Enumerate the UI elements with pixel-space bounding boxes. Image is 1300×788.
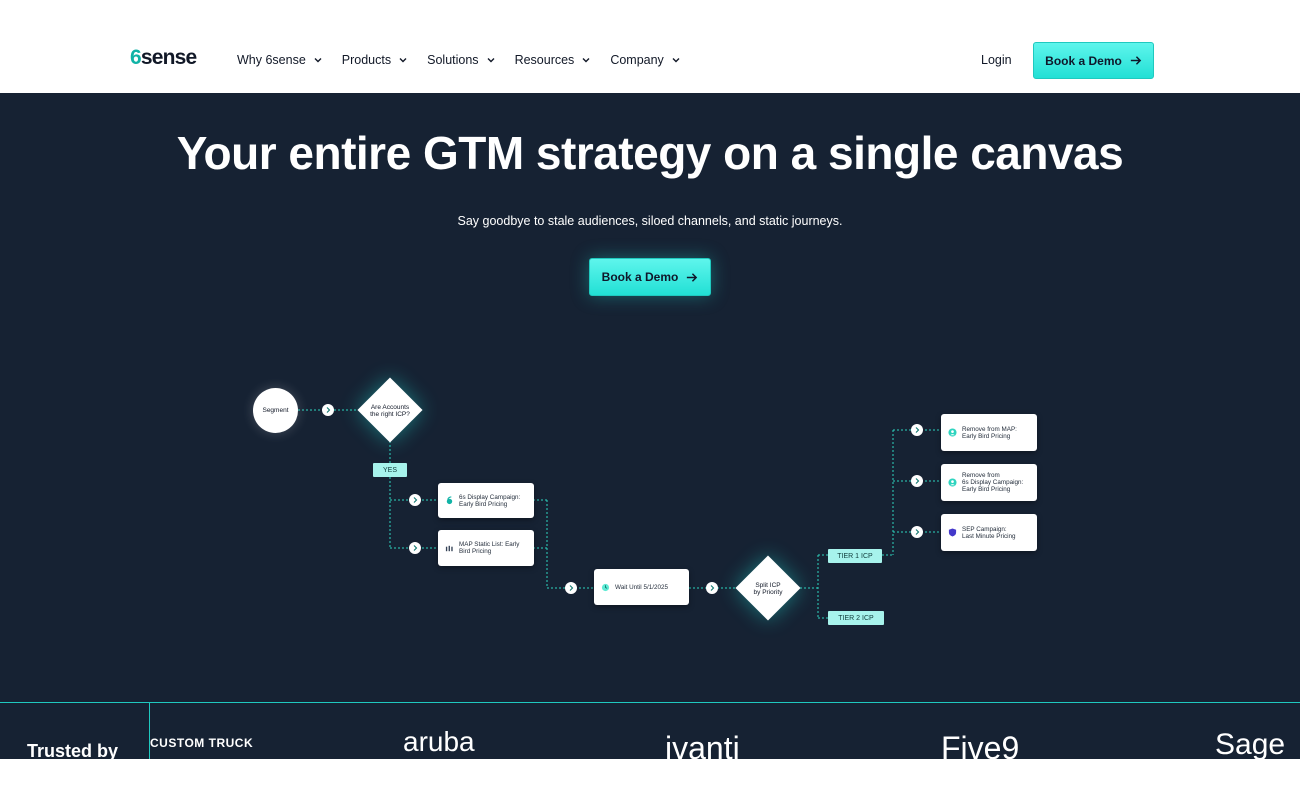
connector-arrow-icon <box>911 424 923 436</box>
sep-campaign-card: SEP Campaign:Last Minute Pricing <box>941 514 1037 551</box>
user-remove-icon <box>948 428 957 437</box>
connector-arrow-icon <box>565 582 577 594</box>
nav-item-products[interactable]: Products <box>342 53 427 67</box>
site-header: 6sense Why 6sense Products Solutions Res… <box>0 0 1300 93</box>
display-campaign-card: 6s Display Campaign:Early Bird Pricing <box>438 483 534 518</box>
hero-subtitle: Say goodbye to stale audiences, siloed c… <box>457 214 843 228</box>
user-remove-icon <box>948 478 957 487</box>
segment-node: Segment <box>253 388 298 433</box>
chevron-down-icon <box>487 58 495 63</box>
tier2-tag: TIER 2 ICP <box>828 611 884 625</box>
sage-logo: Sage <box>1215 728 1286 761</box>
chevron-down-icon <box>582 58 590 63</box>
arrow-right-icon <box>687 272 698 282</box>
custom-truck-logo: CUSTOM TRUCK <box>150 736 254 750</box>
nav-item-resources[interactable]: Resources <box>515 53 611 67</box>
chevron-down-icon <box>399 58 407 63</box>
chevron-down-icon <box>314 58 322 63</box>
connector-arrow-icon <box>911 526 923 538</box>
connector-arrow-icon <box>409 494 421 506</box>
trusted-by-label: Trusted by <box>27 741 119 761</box>
connector-arrow-icon <box>911 475 923 487</box>
main-nav: Why 6sense Products Solutions Resources … <box>237 53 700 67</box>
clock-icon <box>601 583 610 591</box>
arrow-right-icon <box>1130 56 1142 65</box>
connector-arrow-icon <box>322 404 334 416</box>
shield-icon <box>948 528 957 537</box>
nav-item-why-6sense[interactable]: Why 6sense <box>237 53 342 67</box>
nav-item-company[interactable]: Company <box>610 53 700 67</box>
trusted-divider-line <box>0 702 1300 703</box>
bars-icon <box>445 545 453 551</box>
connector-arrow-icon <box>706 582 718 594</box>
wait-until-card: Wait Until 5/1/2025 <box>594 569 689 605</box>
page-bottom-area <box>0 759 1300 788</box>
login-link[interactable]: Login <box>981 53 1012 67</box>
remove-map-card: Remove from MAP:Early Bird Pricing <box>941 414 1037 451</box>
book-demo-button-header[interactable]: Book a Demo <box>1033 42 1154 79</box>
connector-arrow-icon <box>409 542 421 554</box>
chevron-down-icon <box>672 58 680 63</box>
6sense-logo[interactable]: 6sense <box>130 46 197 69</box>
hero-title: Your entire GTM strategy on a single can… <box>176 127 1124 179</box>
6sense-icon <box>446 496 453 505</box>
nav-item-solutions[interactable]: Solutions <box>427 53 514 67</box>
trusted-divider-vertical <box>149 702 150 759</box>
yes-tag: YES <box>373 463 407 477</box>
hero-section: Your entire GTM strategy on a single can… <box>0 93 1300 759</box>
flow-connectors <box>298 409 941 619</box>
aruba-logo: aruba <box>403 726 475 757</box>
book-demo-button-hero[interactable]: Book a Demo <box>589 258 711 296</box>
tier1-tag: TIER 1 ICP <box>828 549 882 563</box>
